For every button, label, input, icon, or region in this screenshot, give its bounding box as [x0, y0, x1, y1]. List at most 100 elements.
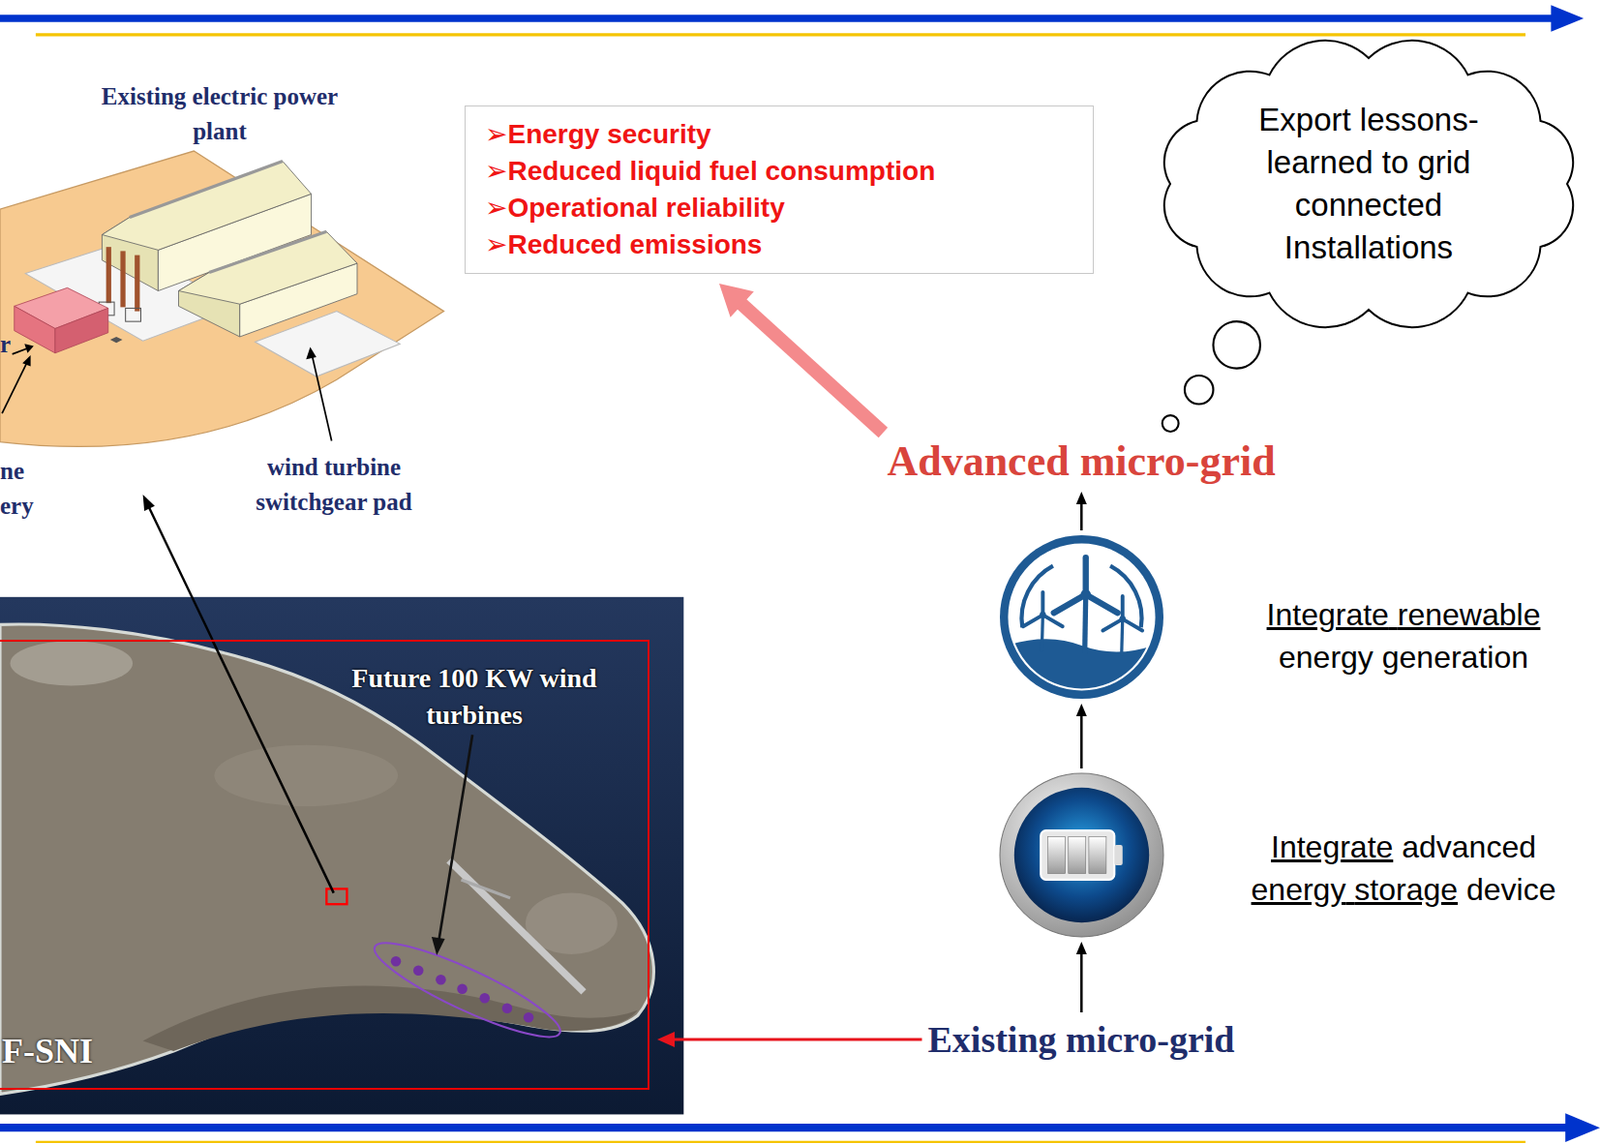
island-satellite-map-part	[0, 597, 684, 1116]
top-bar-head	[1550, 4, 1584, 31]
turbine-blade	[1122, 619, 1143, 632]
island-satellite-map	[0, 597, 684, 1116]
power-plant-drawing-part	[55, 307, 109, 353]
turbine-blade	[1040, 592, 1045, 616]
connector-arrow	[719, 283, 883, 433]
word: storage	[1354, 872, 1458, 907]
island-satellite-map-part	[438, 734, 473, 941]
power-plant-area: Existing electric power plant	[0, 77, 455, 490]
arrow-head	[719, 283, 755, 318]
connector-line	[670, 1038, 922, 1042]
turbine-pole	[1121, 619, 1123, 657]
map-callout: Future 100 KW wind turbines	[329, 660, 620, 734]
arrow-head	[143, 494, 155, 512]
benefit-item: ➢Reduced liquid fuel consumption	[484, 152, 1084, 190]
connector-line	[1080, 951, 1084, 1013]
island-satellite-map-part	[391, 956, 402, 967]
island-satellite-map-part	[435, 974, 447, 986]
icon-ground	[999, 638, 1164, 699]
power-plant-drawing-part	[125, 307, 142, 322]
plant-title: Existing electric power plant	[84, 79, 356, 150]
word: energy	[1251, 872, 1347, 907]
arrow-head	[1076, 491, 1087, 505]
word-space	[1457, 872, 1467, 907]
benefit-item: ➢Operational reliability	[484, 189, 1084, 227]
island-satellite-map-part	[413, 965, 424, 976]
cycle-arc	[1110, 566, 1142, 628]
step-text: Integrate renewable energy generation	[1234, 593, 1573, 679]
island-satellite-map-part	[461, 879, 512, 899]
turbine-hub	[1080, 589, 1091, 601]
wind-icon	[999, 535, 1164, 699]
advanced-microgrid-title: Advanced micro-grid	[886, 436, 1275, 487]
callout-label: r	[0, 329, 11, 361]
turbine-blade	[1120, 596, 1125, 620]
turbine-blade	[1102, 619, 1122, 632]
thought-cloud: Export lessons-learned to grid connected…	[1143, 40, 1595, 327]
power-plant-drawing-part	[14, 305, 56, 354]
connector-line	[737, 300, 884, 433]
island-map-frame: Future 100 KW wind turbinesF-SNI	[0, 639, 650, 1090]
cloud-outline	[1164, 40, 1573, 328]
arrow-head	[1076, 703, 1087, 717]
connector-line	[1080, 713, 1084, 769]
island-satellite-map-part	[365, 928, 569, 1052]
power-plant-drawing-part	[110, 336, 123, 343]
turbine-hub	[1039, 611, 1047, 619]
battery-cell	[1088, 836, 1107, 874]
connector-arrow	[1076, 703, 1087, 769]
word: device	[1466, 872, 1557, 907]
benefits-box: ➢Energy security➢Reduced liquid fuel con…	[464, 105, 1094, 274]
power-plant-drawing	[0, 150, 445, 447]
wind-icon-step: Integrate renewable energy generation	[999, 535, 1573, 699]
arrow-head	[657, 1031, 675, 1048]
island-satellite-map-part	[10, 640, 134, 686]
power-plant-drawing-part	[0, 150, 445, 447]
connector-arrow	[1076, 491, 1087, 531]
turbine-blade	[1023, 614, 1043, 627]
turbine-blade	[1054, 594, 1087, 613]
island-satellite-map-part	[523, 1012, 535, 1024]
ground-wave	[999, 638, 1164, 699]
battery-body	[1040, 830, 1115, 880]
step-text: Integrate advanced energy storage device	[1234, 825, 1573, 911]
bottom-stripe	[35, 1141, 1526, 1144]
frame-bars	[0, 4, 1600, 1143]
connector-arrow	[1076, 941, 1087, 1013]
word: generation	[1382, 639, 1529, 675]
word-space	[1345, 872, 1355, 907]
power-plant-drawing-part	[129, 161, 283, 218]
power-plant-drawing-part	[1, 361, 28, 414]
connector-line	[148, 506, 212, 641]
power-plant-drawing-part	[305, 347, 317, 361]
power-plant-drawing-part	[134, 255, 140, 312]
icon-ring	[999, 773, 1164, 937]
word-space	[1373, 639, 1383, 675]
word: Integrate	[1267, 597, 1389, 633]
power-plant-drawing-part	[101, 161, 311, 251]
top-bar	[0, 14, 1560, 22]
turbine-blade	[1083, 557, 1089, 595]
turbine-blade	[1086, 594, 1118, 613]
callout-label: wind turbine switchgear pad	[217, 450, 451, 520]
power-plant-drawing-part	[178, 231, 357, 304]
word: Integrate	[1270, 829, 1393, 865]
existing-microgrid-title: Existing micro-grid	[928, 1017, 1236, 1062]
battery-cell	[1048, 836, 1066, 874]
island-satellite-map-part	[326, 888, 347, 905]
power-plant-drawing-part	[12, 348, 30, 355]
word: renewable	[1397, 597, 1541, 633]
word: advanced	[1401, 829, 1537, 865]
island-satellite-map-part	[502, 1002, 514, 1014]
thought-bubbles-part	[1184, 375, 1214, 405]
callout-label: ne ery	[0, 453, 44, 524]
word: energy	[1278, 639, 1374, 675]
benefit-item: ➢Energy security	[484, 116, 1084, 153]
word-space	[1388, 597, 1398, 633]
map-name: F-SNI	[1, 1031, 93, 1071]
turbine-hub	[1118, 615, 1126, 623]
power-plant-drawing-part	[106, 246, 112, 303]
cloud-text: Export lessons-learned to grid connected…	[1228, 98, 1510, 270]
battery-nub	[1114, 845, 1122, 866]
arrow-head	[1076, 941, 1087, 955]
